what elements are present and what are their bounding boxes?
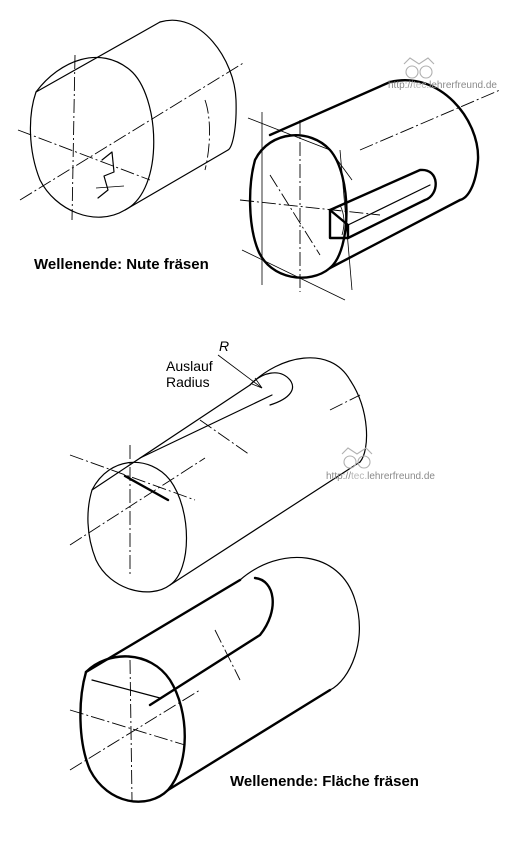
- annotation-runout-line1: Auslauf: [166, 358, 213, 374]
- watermark-text-top: http://tec.lehrerfreund.de: [388, 80, 497, 91]
- watermark-highlight: tec.: [351, 471, 368, 482]
- watermark-prefix: http://: [388, 80, 414, 91]
- watermark-suffix: lehrerfreund.de: [367, 471, 435, 482]
- caption-groove: Wellenende: Nute fräsen: [34, 256, 209, 273]
- watermark-prefix: http://: [326, 471, 352, 482]
- shaft-sketch-milled-flat: [69, 556, 360, 803]
- annotation-runout-line2: Radius: [166, 374, 210, 390]
- watermark-text-middle: http://tec.lehrerfreund.de: [326, 471, 435, 482]
- shaft-sketch-runout-radius: [69, 354, 368, 593]
- annotation-radius-symbol: R: [219, 338, 230, 354]
- watermark-logo-middle: [341, 447, 373, 469]
- shaft-sketch-groove-start: [17, 19, 246, 221]
- watermark-suffix: lehrerfreund.de: [429, 80, 497, 91]
- shaft-sketch-keyway: [239, 79, 501, 301]
- caption-flat: Wellenende: Fläche fräsen: [230, 773, 419, 790]
- watermark-logo-top: [403, 57, 435, 79]
- watermark-highlight: tec.: [413, 80, 430, 91]
